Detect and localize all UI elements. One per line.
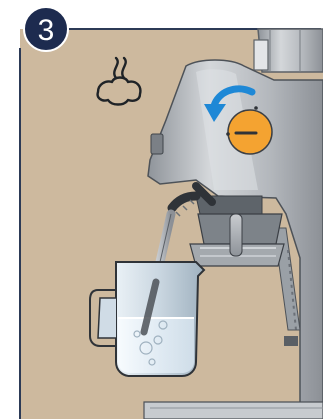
step-badge: 3: [24, 7, 68, 51]
milk: [118, 318, 194, 373]
side-knob: [151, 134, 163, 154]
step-number: 3: [38, 14, 55, 47]
